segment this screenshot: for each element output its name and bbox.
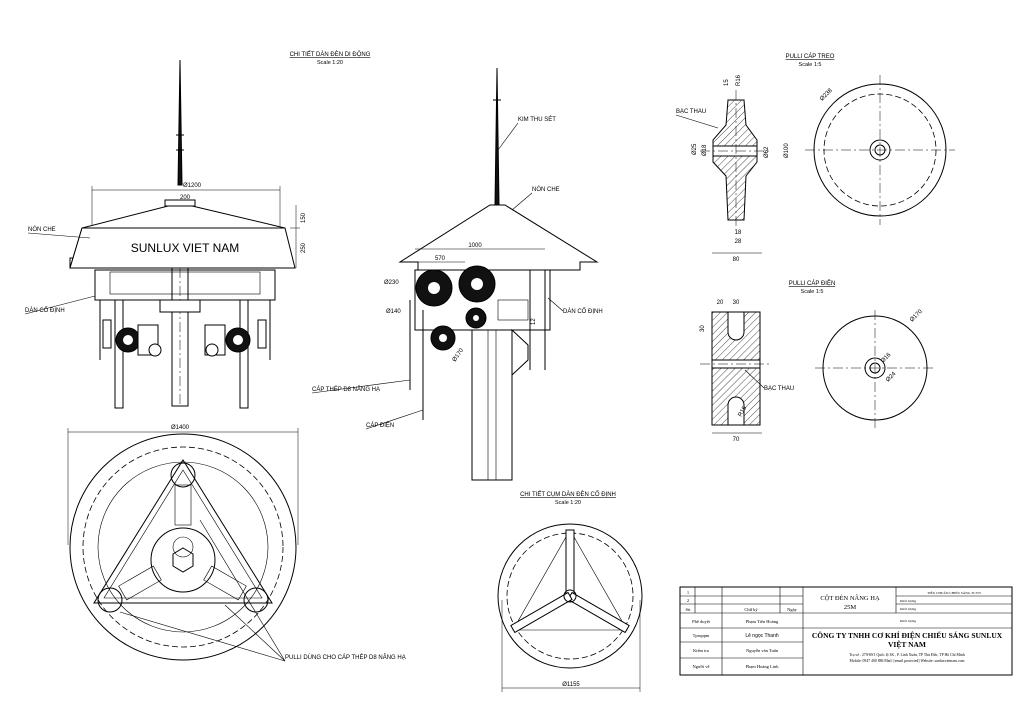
dim-12: 12: [531, 318, 537, 325]
tb-role-tp: Tpruppm: [693, 633, 710, 638]
tb-col-date: Ngày: [787, 607, 797, 612]
title-block: 1 2 Stt Chữ ký Ngày Phê duyệt Phạm Tiến …: [679, 586, 1013, 676]
side-fixed-label: DÀN CỐ ĐỊNH: [563, 308, 603, 315]
front-view: CHI TIẾT DÀN ĐÈN DI ĐỘNG Scale 1:20 SUNL…: [24, 51, 371, 409]
pulley-hang-scale: Scale 1:5: [799, 62, 822, 68]
tb-side1: Khối lượng: [900, 599, 916, 603]
dim-d140: Ø140: [386, 309, 401, 315]
pulley-hang-bush-label: BẠC THAU: [676, 109, 706, 115]
tb-address: Trụ sở : 279/69/1 Quốc lộ 1K , P. Linh X…: [849, 653, 965, 658]
dim-20: 20: [717, 300, 724, 306]
dim-18: 18: [735, 230, 742, 236]
plan-note: PULLI DÙNG CHO CÁP THÉP D8 NÂNG HẠ: [285, 654, 406, 661]
tb-height: 25M: [844, 604, 857, 611]
tb-role-kt: Kiểm tra: [693, 648, 709, 653]
plan-moving-view: Ø1400 PULLI DÙNG CHO CÁP THÉP D8 NÂNG HẠ: [67, 425, 406, 662]
pulley-power-scale: Scale 1:5: [801, 289, 824, 295]
dim-30: 30: [733, 300, 740, 306]
dim-250: 250: [301, 242, 307, 253]
front-canopy-label: NÓN CHE: [28, 226, 56, 233]
dim-d24: Ø24: [885, 371, 898, 384]
tb-company-1: CÔNG TY TNHH CƠ KHÍ ĐIỆN CHIẾU SÁNG SUNL…: [812, 630, 1003, 640]
dim-d100: Ø100: [784, 143, 790, 158]
tb-standard: TIÊU CHUẨN CHIẾU SÁNG TCVN: [927, 590, 981, 595]
side-lightning-label: KIM THU SÉT: [518, 116, 556, 123]
tb-name-tp: Lê ngọc Thanh: [745, 633, 778, 639]
tb-side2: Khối lượng: [900, 607, 916, 611]
fixed-plan-scale: Scale 1:20: [555, 500, 581, 506]
dim-d62: Ø62: [764, 146, 770, 158]
dim-15: 15: [724, 79, 730, 86]
dim-d1400: Ø1400: [171, 425, 190, 431]
dim-d25: Ø25: [692, 143, 698, 155]
steel-cable-label: CÁP THÉP D8 NÂNG HẠ: [312, 386, 380, 393]
dim-d170: Ø170: [452, 347, 466, 363]
side-canopy: [398, 204, 599, 271]
lightning-rod: [177, 59, 183, 186]
dim-d18: Ø18: [702, 144, 708, 156]
pulley-hang-section: [712, 99, 758, 221]
power-cable-label: CÁP ĐIỆN: [366, 421, 394, 429]
fixed-plan-title: CHI TIẾT CỤM DÀN ĐÈN CỐ ĐỊNH: [520, 491, 616, 498]
dim-d238: Ø238: [819, 87, 834, 102]
dim-1000: 1000: [468, 243, 482, 249]
tb-side3: Khối lượng: [900, 619, 916, 623]
dim-80: 80: [733, 257, 740, 263]
dim-r15: R15: [738, 405, 749, 418]
pulley-hang-title: PULLI CÁP TREO: [786, 53, 835, 60]
pulley-power-bush-label: BẠC THAU: [764, 386, 794, 392]
dim-d16: Ø16: [880, 352, 893, 365]
pulley-power-view: PULLI CÁP ĐIỆN Scale 1:5 20 30 30 R15 70…: [700, 279, 935, 443]
side-canopy-label: NÓN CHE: [532, 186, 560, 193]
tb-col-stt: Stt: [685, 607, 691, 612]
tb-name-pd: Phạm Tiến Hoàng: [746, 619, 779, 624]
side-lightning-rod: [494, 67, 500, 206]
side-view: KIM THU SÉT NÓN CHE 1000 570 Ø230 Ø140 Ø…: [311, 67, 603, 481]
tb-project: CỘT ĐÈN NÂNG HẠ: [820, 594, 880, 602]
dim-d1200: Ø1200: [183, 183, 202, 189]
tb-role-nv: Người vẽ: [693, 664, 710, 669]
dim-200: 200: [180, 195, 191, 201]
dim-28: 28: [735, 239, 742, 245]
dim-d170: Ø170: [909, 308, 924, 323]
dim-30v: 30: [700, 325, 706, 332]
tb-role-pd: Phê duyệt: [692, 619, 711, 624]
tb-company-2: VIỆT NAM: [888, 640, 926, 649]
brand-text: SUNLUX VIET NAM: [131, 241, 239, 255]
tb-col-sign: Chữ ký: [744, 607, 758, 612]
dim-d1155: Ø1155: [562, 682, 580, 688]
pulley-hang-view: PULLI CÁP TREO Scale 1:5 BẠC THAU Ø25 Ø1…: [675, 53, 955, 263]
tb-name-nv: Phạm Hoàng Linh: [746, 664, 780, 669]
pulley-power-title: PULLI CÁP ĐIỆN: [789, 279, 836, 287]
dim-70: 70: [733, 437, 740, 443]
tb-row2: 2: [687, 598, 689, 603]
front-view-title: CHI TIẾT DÀN ĐÈN DI ĐỘNG: [290, 51, 371, 58]
plan-fixed-view: CHI TIẾT CỤM DÀN ĐÈN CỐ ĐỊNH Scale 1:20 …: [497, 491, 643, 692]
tb-name-kt: Nguyễn văn Tuấn: [746, 648, 779, 653]
side-pole: [471, 329, 513, 481]
front-view-scale: Scale 1:20: [317, 60, 343, 66]
tb-row1: 1: [687, 590, 689, 595]
dim-d230: Ø230: [384, 280, 399, 286]
dim-16: R16: [736, 74, 742, 86]
tb-contact: Mobile: 0947 400 886 Mail: [email protec…: [850, 659, 965, 663]
front-fixed-label: DÀN CỐ ĐỊNH: [25, 307, 65, 314]
dim-570: 570: [435, 256, 446, 262]
dim-150: 150: [301, 212, 307, 223]
